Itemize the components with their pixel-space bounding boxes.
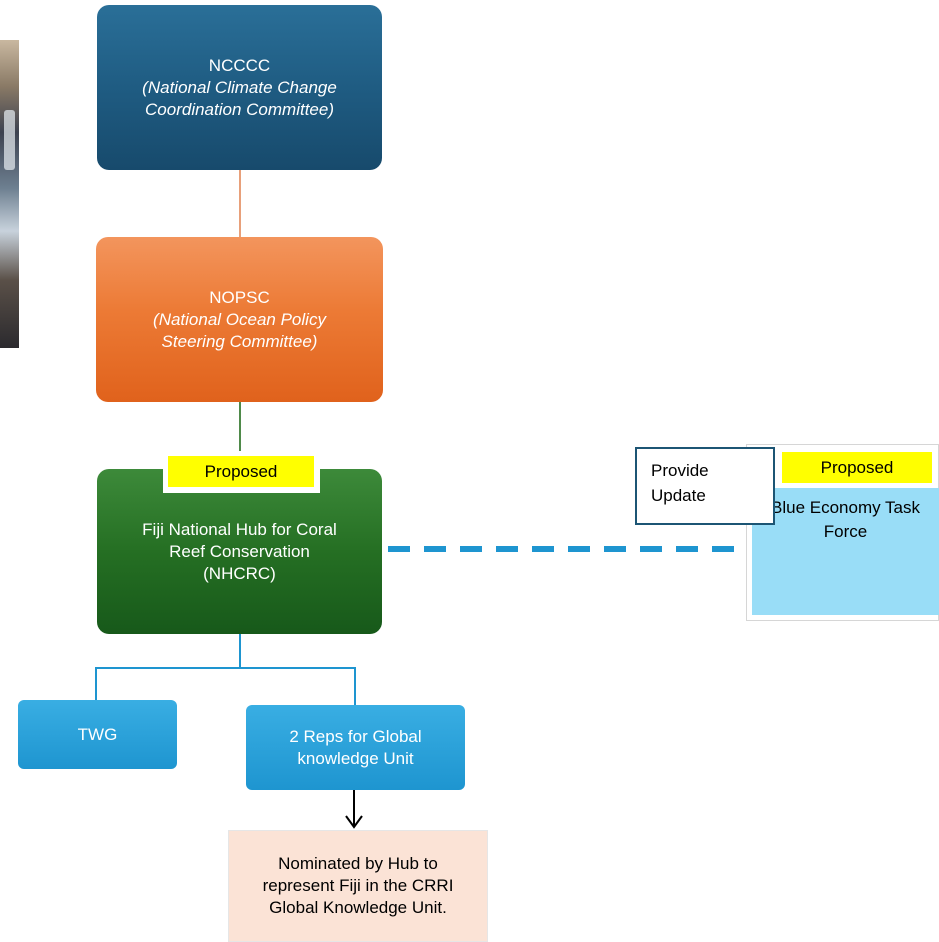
hub-line1: Fiji National Hub for Coral <box>142 519 337 539</box>
task-force-line2: Force <box>823 522 868 541</box>
nominated-line3: Global Knowledge Unit. <box>269 898 447 917</box>
provide-update-box: Provide Update <box>635 447 775 525</box>
hub-box: Fiji National Hub for Coral Reef Conserv… <box>97 469 382 634</box>
reps-nominated-arrowhead <box>345 815 363 829</box>
photo-fragment <box>0 40 19 348</box>
reps-line2: knowledge Unit <box>297 748 414 768</box>
nopsc-acronym: NOPSC <box>209 287 270 307</box>
nopsc-box: NOPSC (National Ocean Policy Steering Co… <box>96 237 383 402</box>
reps-line1: 2 Reps for Global <box>289 726 422 746</box>
nccc-acronym: NCCCC <box>208 55 271 75</box>
nccc-full-name-line1: (National Climate Change <box>142 77 337 97</box>
twg-label: TWG <box>77 724 118 744</box>
task-force-box: Blue Economy Task Force <box>752 488 939 615</box>
task-force-proposed-tag: Proposed <box>782 452 932 483</box>
hub-reps-connector <box>240 667 356 705</box>
hub-proposed-tag: Proposed <box>168 456 314 487</box>
task-force-line1: Blue Economy Task <box>771 498 920 517</box>
nccc-box: NCCCC (National Climate Change Coordinat… <box>97 5 382 170</box>
nccc-full-name-line2: Coordination Committee) <box>145 99 334 119</box>
reps-box: 2 Reps for Global knowledge Unit <box>246 705 465 790</box>
update-line2: Update <box>651 486 706 505</box>
nominated-line1: Nominated by Hub to <box>278 854 438 873</box>
nominated-line2: represent Fiji in the CRRI <box>262 876 454 895</box>
hub-line3: (NHCRC) <box>203 563 276 583</box>
nopsc-full-name-line2: Steering Committee) <box>161 331 318 351</box>
nominated-box: Nominated by Hub to represent Fiji in th… <box>228 830 488 942</box>
update-line1: Provide <box>651 461 709 480</box>
nopsc-full-name-line1: (National Ocean Policy <box>153 309 326 329</box>
hub-line2: Reef Conservation <box>169 541 310 561</box>
hub-subunits-connector <box>95 634 241 700</box>
twg-box: TWG <box>18 700 177 769</box>
